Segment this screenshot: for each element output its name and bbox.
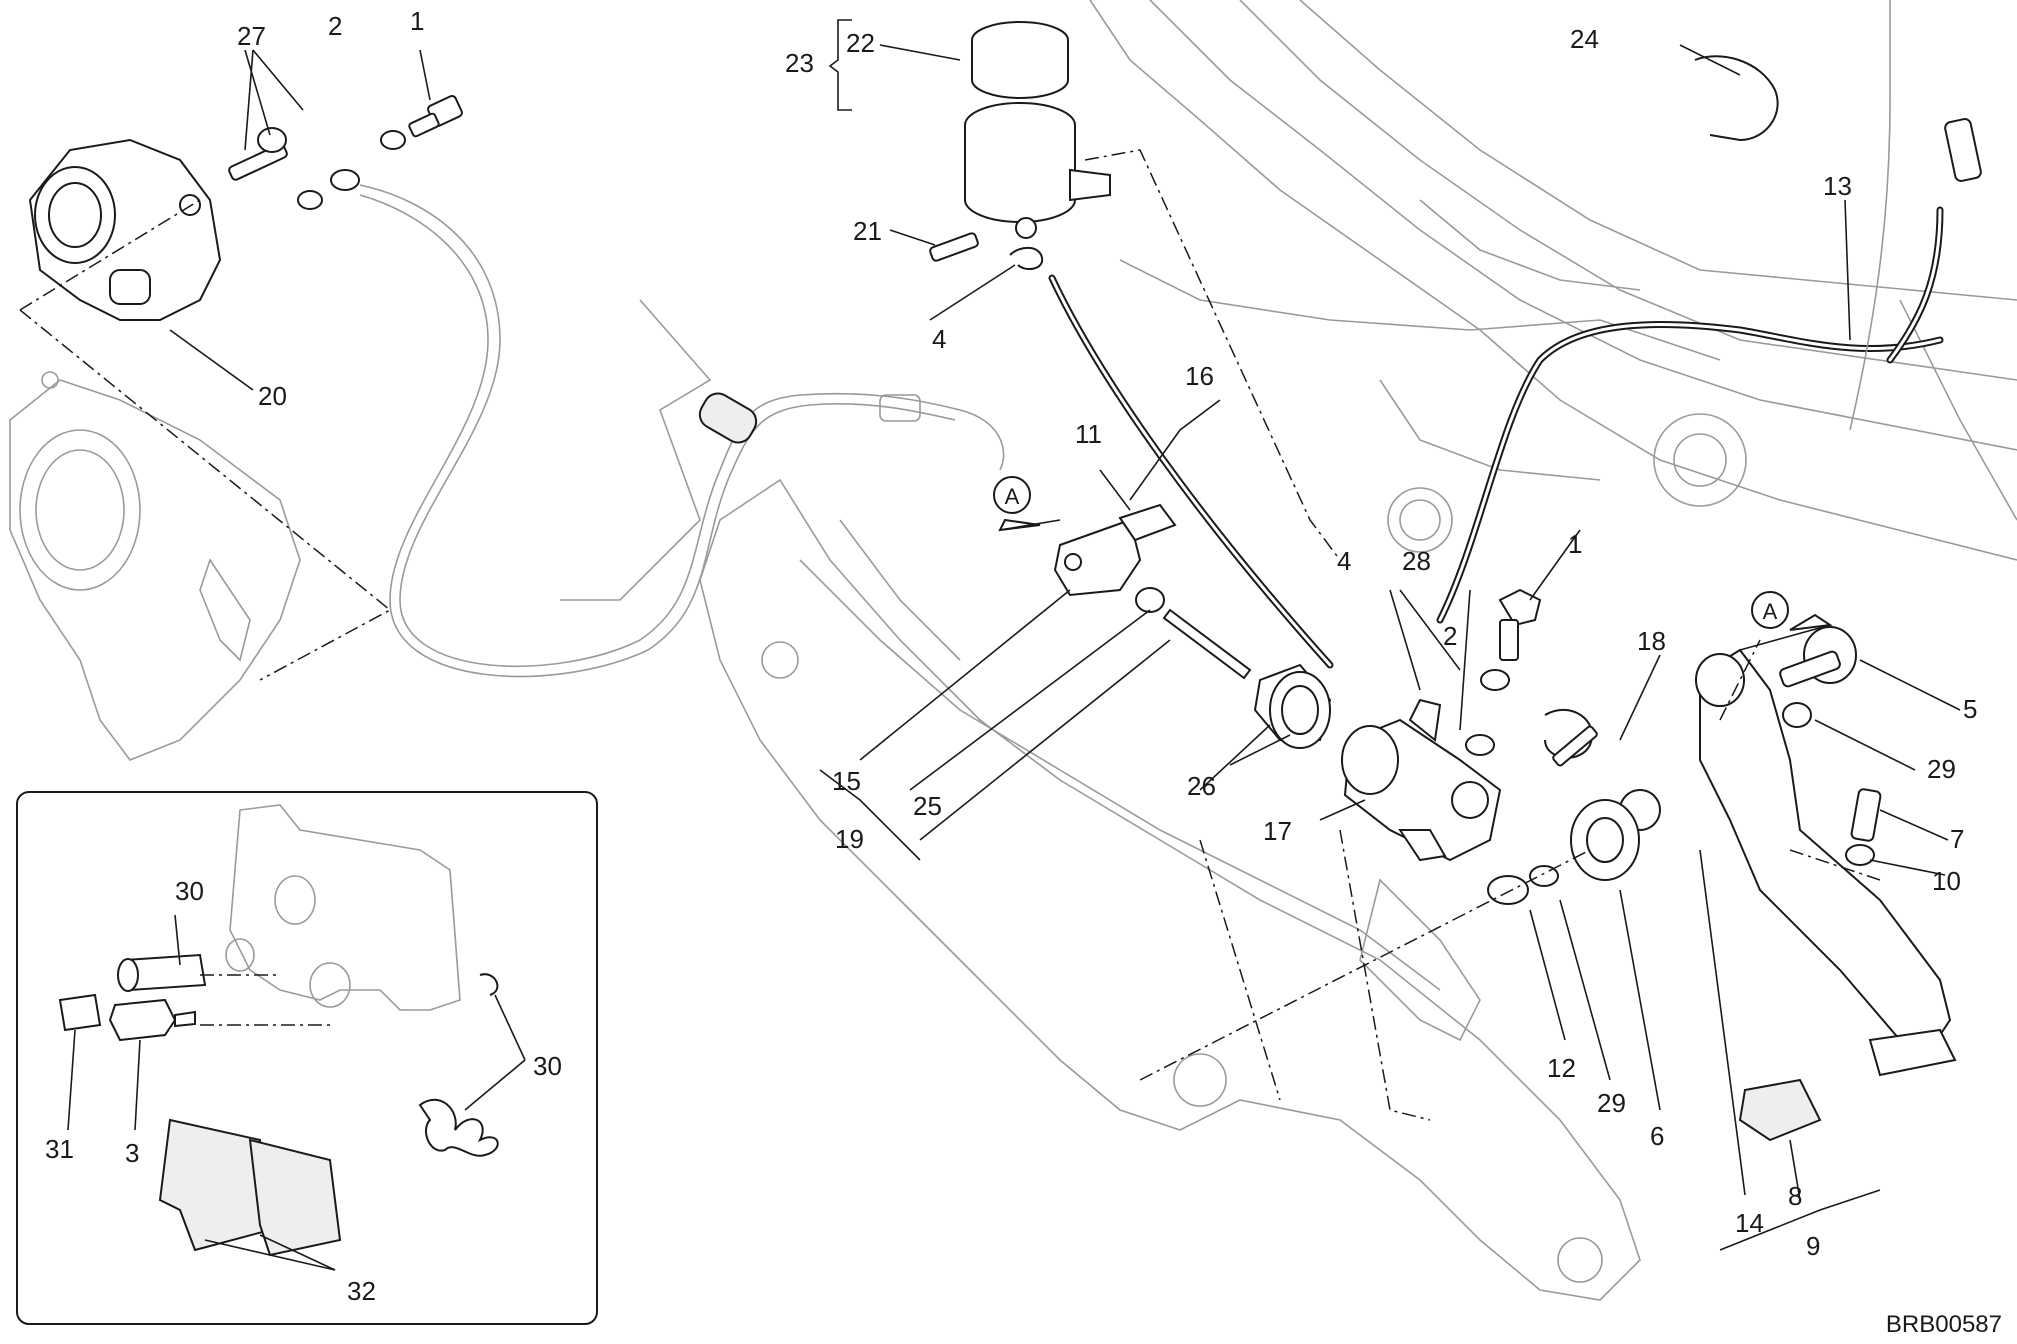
banjo-bolt-right bbox=[1465, 588, 1598, 767]
callout-19: 19 bbox=[835, 824, 864, 854]
callout-18: 18 bbox=[1637, 626, 1666, 656]
callout-16: 16 bbox=[1185, 361, 1214, 391]
callout-2-top-left: 2 bbox=[328, 11, 342, 41]
callout-3: 3 bbox=[125, 1138, 139, 1168]
view-marker-right bbox=[1739, 591, 1833, 651]
view-marker-left bbox=[993, 476, 1061, 532]
callout-14: 14 bbox=[1735, 1208, 1764, 1238]
callout-30-inset-right: 30 bbox=[533, 1051, 562, 1081]
callout-11: 11 bbox=[1075, 419, 1102, 449]
view-marker-right-letter: A bbox=[1763, 599, 1778, 624]
leader-lines bbox=[169, 44, 1961, 1201]
callout-20: 20 bbox=[258, 381, 287, 411]
rubber-boot bbox=[1253, 663, 1332, 749]
callout-31: 31 bbox=[45, 1134, 74, 1164]
brake-pedal bbox=[1487, 626, 1957, 1142]
callout-32: 32 bbox=[347, 1276, 376, 1306]
reservoir-assembly bbox=[929, 21, 1779, 271]
callout-15: 15 bbox=[832, 766, 861, 796]
callout-7: 7 bbox=[1950, 824, 1964, 854]
clevis-pushrod bbox=[1053, 503, 1252, 680]
drawing-code: BRB00587 bbox=[1886, 1311, 2002, 1338]
callout-25: 25 bbox=[913, 791, 942, 821]
callout-29-bottom: 29 bbox=[1597, 1088, 1626, 1118]
callout-1-mid: 1 bbox=[1568, 529, 1582, 559]
callout-6: 6 bbox=[1650, 1121, 1664, 1151]
callout-1-top-left: 1 bbox=[410, 6, 424, 36]
footpeg-bracket-ghost bbox=[699, 478, 1641, 1301]
banjo-bolt-top bbox=[228, 95, 463, 210]
callout-21: 21 bbox=[853, 216, 882, 246]
callout-13: 13 bbox=[1823, 171, 1852, 201]
reservoir-hose bbox=[1048, 274, 1334, 669]
callout-4-mid: 4 bbox=[1337, 546, 1351, 576]
braces bbox=[819, 19, 1881, 1251]
callout-26: 26 bbox=[1187, 771, 1216, 801]
right-hose bbox=[1436, 0, 1982, 624]
callout-24: 24 bbox=[1570, 24, 1599, 54]
frame-ghost bbox=[1089, 0, 2017, 561]
callout-5: 5 bbox=[1963, 694, 1977, 724]
assembly-lines bbox=[19, 149, 1881, 1121]
callout-9: 9 bbox=[1806, 1231, 1820, 1261]
rear-caliper bbox=[28, 138, 222, 321]
callout-10: 10 bbox=[1932, 866, 1961, 896]
callout-2-mid: 2 bbox=[1443, 621, 1457, 651]
caliper-bracket bbox=[9, 371, 301, 761]
view-marker-left-letter: A bbox=[1005, 484, 1020, 509]
callout-30-inset-left: 30 bbox=[175, 876, 204, 906]
callout-28: 28 bbox=[1402, 546, 1431, 576]
callout-23: 23 bbox=[785, 48, 814, 78]
callout-12: 12 bbox=[1547, 1053, 1576, 1083]
callout-29-right: 29 bbox=[1927, 754, 1956, 784]
brake-hose-ghost bbox=[359, 184, 1005, 678]
inset-panel bbox=[16, 791, 598, 1325]
callout-labels: 27 2 1 20 23 22 24 21 4 13 16 11 A 4 28 … bbox=[45, 6, 1977, 1306]
callout-22: 22 bbox=[846, 28, 875, 58]
callout-27: 27 bbox=[237, 21, 266, 51]
grommet bbox=[698, 392, 758, 444]
callout-8: 8 bbox=[1788, 1181, 1802, 1211]
callout-17: 17 bbox=[1263, 816, 1292, 846]
master-cylinder bbox=[1341, 698, 1502, 862]
callout-4-top: 4 bbox=[932, 324, 946, 354]
